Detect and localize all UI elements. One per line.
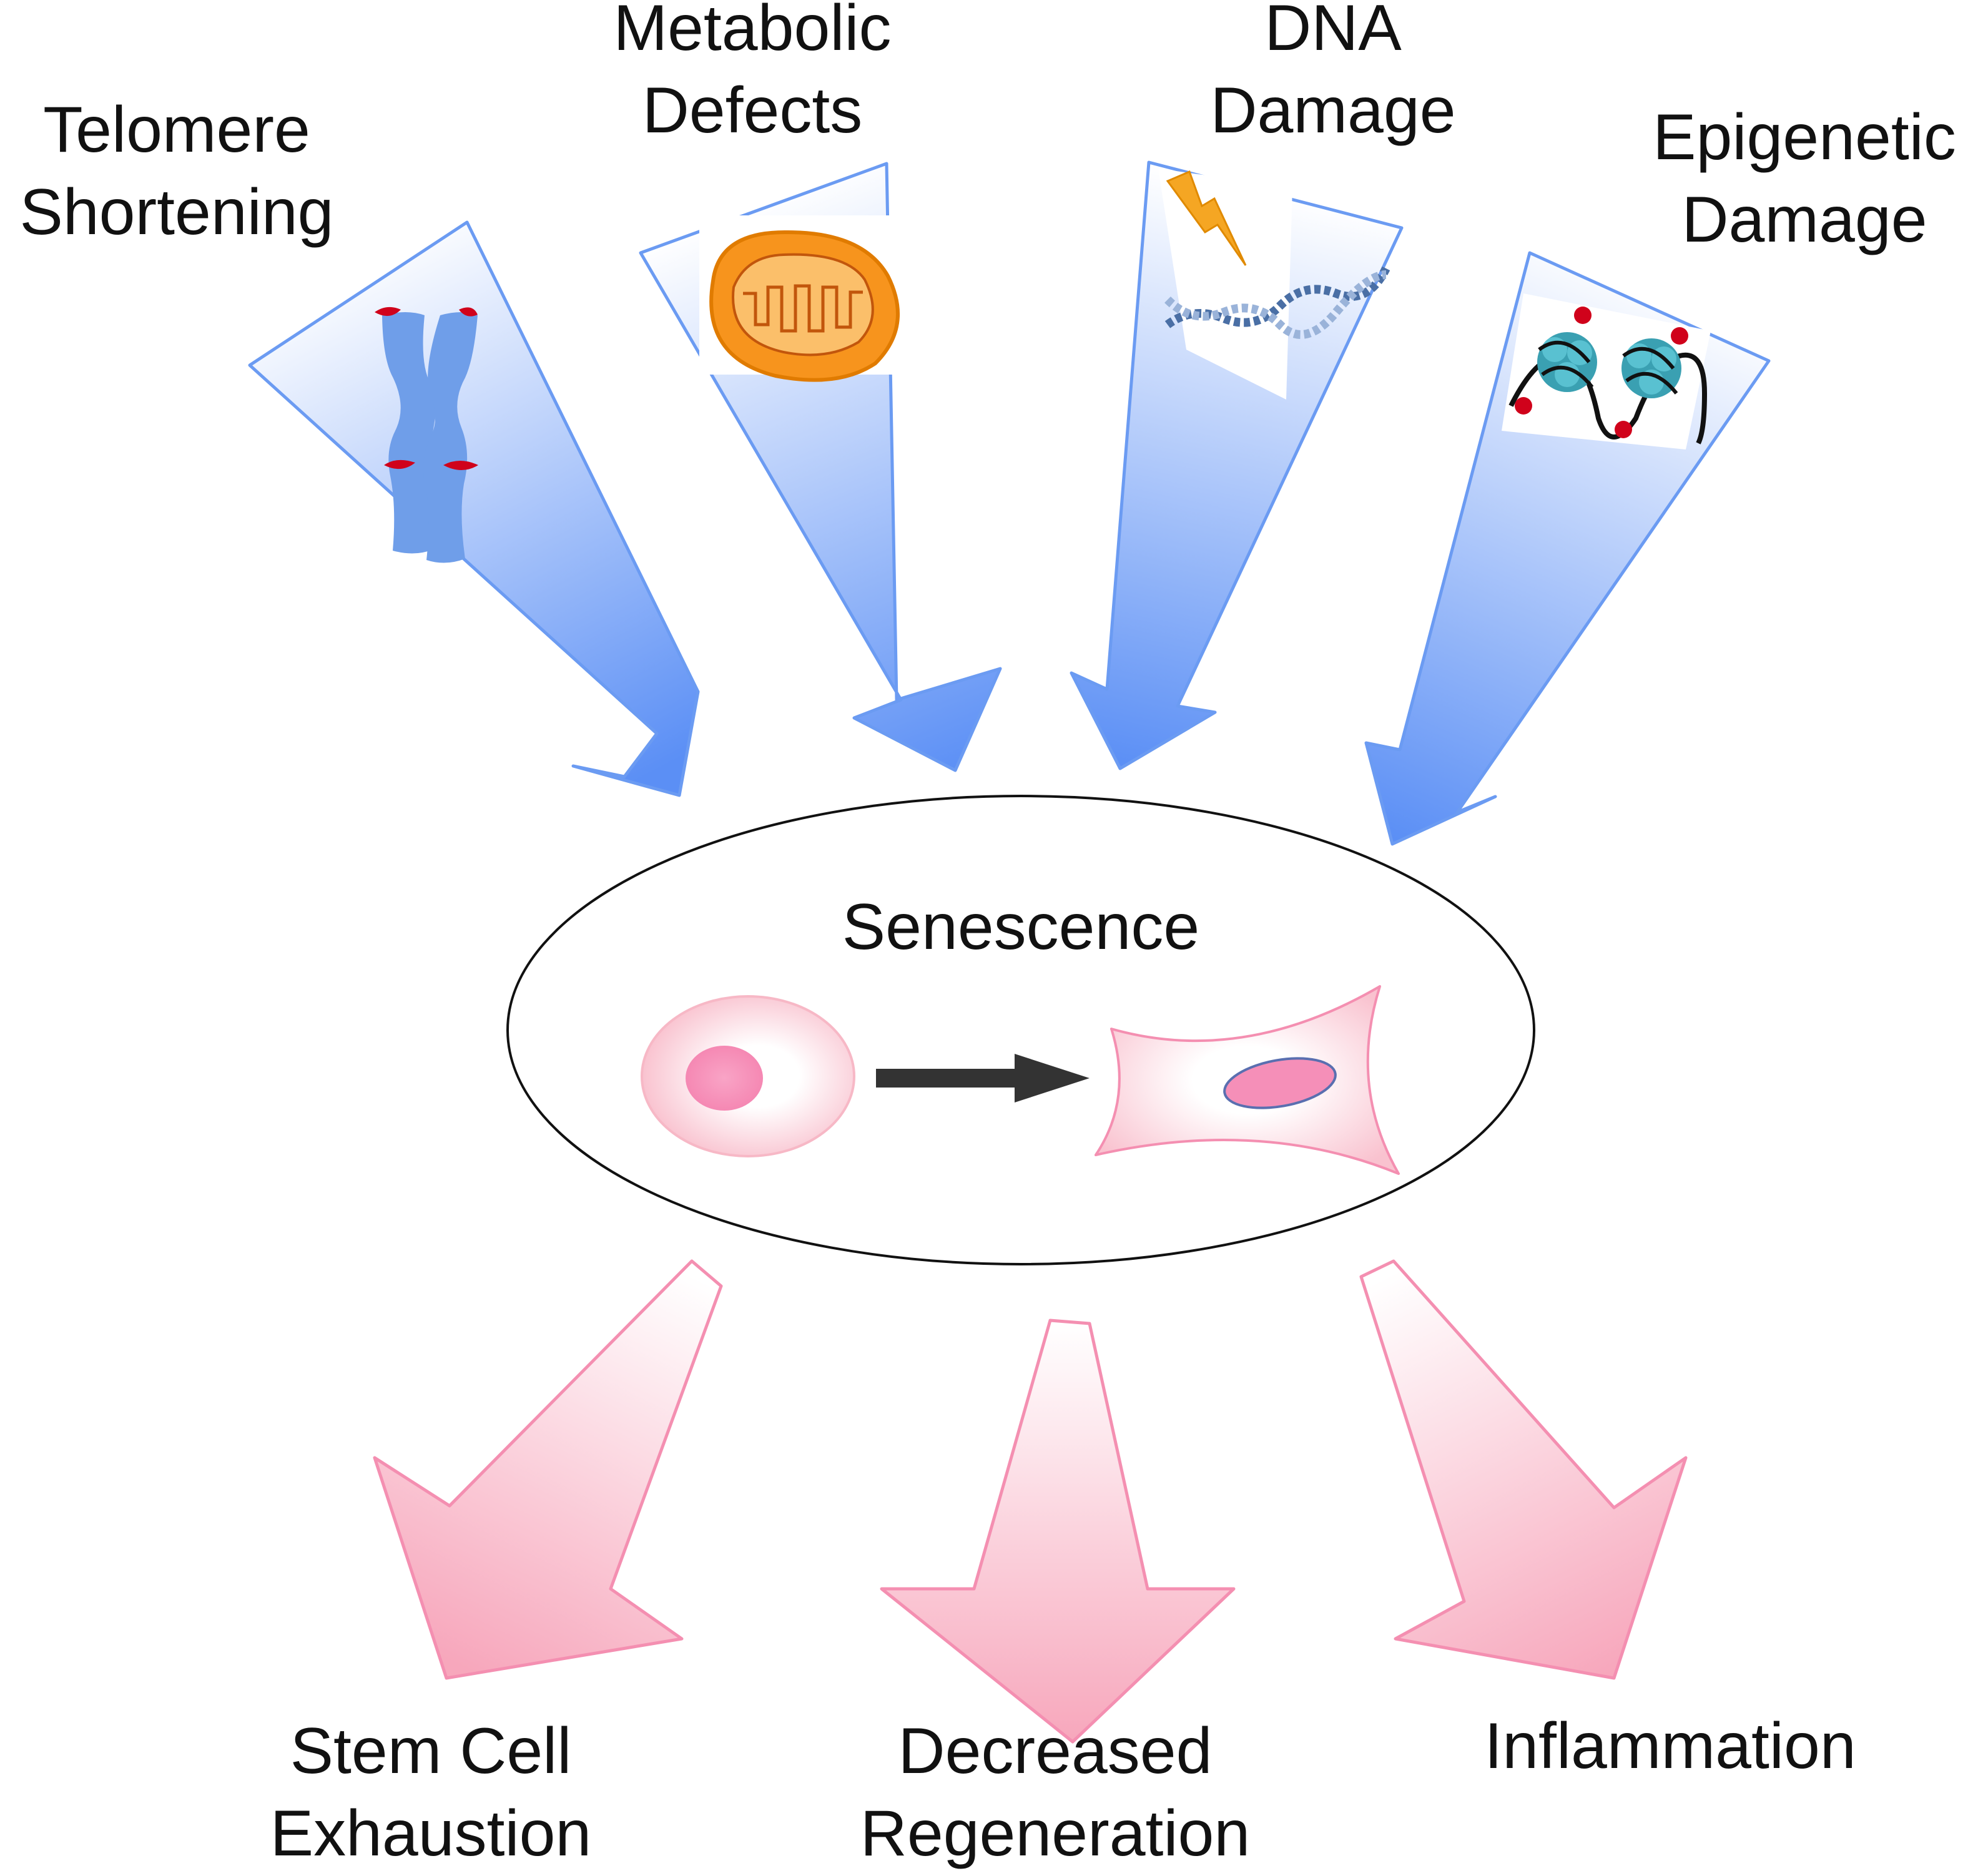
telomere-arrow <box>248 220 700 797</box>
senescent-cell-icon <box>1095 985 1400 1175</box>
cause-label-metabolic: Metabolic Defects <box>613 0 891 147</box>
stem-cell-arrow <box>373 1259 723 1680</box>
outcome-label-inflammation: Inflammation <box>1484 1710 1856 1782</box>
chromosome-icon <box>375 307 478 563</box>
outcome-label-stem-cell: Stem Cell Exhaustion <box>270 1715 592 1870</box>
label-line: Metabolic <box>613 0 891 64</box>
label-line: Exhaustion <box>270 1797 592 1870</box>
cause-label-dna: DNA Damage <box>1210 0 1455 147</box>
lightning-bolt-icon <box>1166 170 1247 266</box>
dna-damage-arrow <box>1070 160 1404 770</box>
outcome-label-regeneration: Decreased Regeneration <box>860 1715 1250 1870</box>
inflammation-arrow <box>1359 1259 1688 1680</box>
label-line: Damage <box>1210 74 1455 147</box>
regeneration-arrow <box>880 1319 1236 1744</box>
label-line: Stem Cell <box>290 1715 572 1787</box>
label-line: Defects <box>642 74 863 147</box>
transition-arrow-icon <box>876 1054 1090 1103</box>
label-line: Regeneration <box>860 1797 1250 1870</box>
cause-label-epigenetic: Epigenetic Damage <box>1653 101 1956 256</box>
dna-damage-icon <box>1158 169 1390 400</box>
normal-cell-icon <box>641 995 855 1157</box>
cause-label-telomere: Telomere Shortening <box>19 94 333 248</box>
label-line: DNA <box>1264 0 1402 64</box>
label-line: Epigenetic <box>1653 101 1956 174</box>
mitochondrion-icon <box>699 215 900 382</box>
nucleosome-icon <box>1502 293 1711 449</box>
label-line: Shortening <box>19 176 333 248</box>
label-line: Decreased <box>898 1715 1213 1787</box>
label-line: Damage <box>1681 184 1927 256</box>
senescence-label: Senescence <box>842 891 1199 963</box>
label-line: Telomere <box>43 94 310 166</box>
label-line: Inflammation <box>1484 1710 1856 1782</box>
